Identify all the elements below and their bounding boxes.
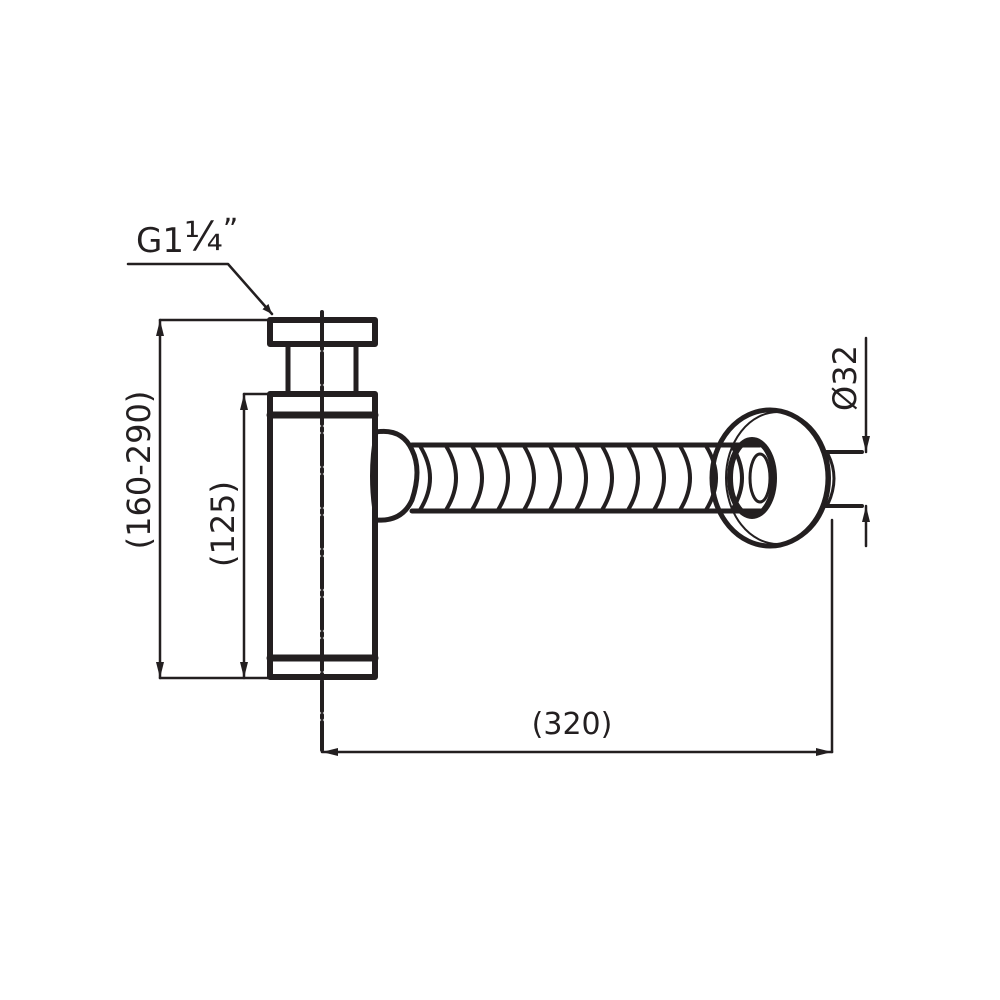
corrugated-pipe bbox=[409, 442, 763, 514]
trap-body bbox=[266, 310, 379, 752]
body-height-label: (125) bbox=[204, 481, 242, 567]
horizontal-length-label: (320) bbox=[532, 707, 613, 742]
total-height-label: (160-290) bbox=[120, 391, 158, 550]
outlet-nut bbox=[370, 428, 420, 523]
dimension-total-height: (160-290) bbox=[120, 318, 272, 680]
leader-line bbox=[126, 262, 274, 316]
outlet-diameter-label: Ø32 bbox=[826, 345, 864, 411]
dimension-horizontal-length: (320) bbox=[320, 518, 834, 756]
dimension-body-height: (125) bbox=[204, 392, 272, 680]
dimension-outlet-diameter: Ø32 bbox=[826, 336, 870, 548]
wall-flange bbox=[709, 407, 864, 549]
thread-label: G1¼” bbox=[136, 213, 238, 261]
thread-callout: G1¼” bbox=[126, 213, 274, 316]
